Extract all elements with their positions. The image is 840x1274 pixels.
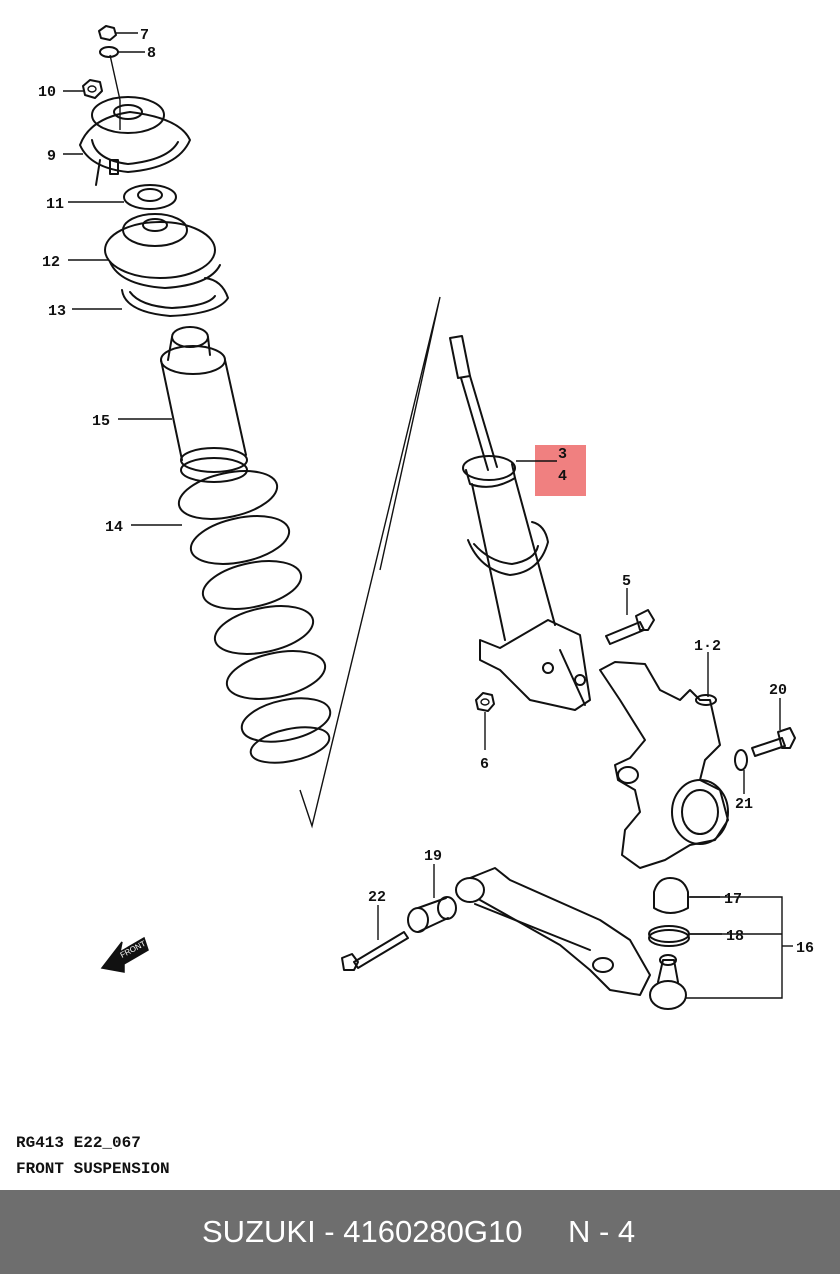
callout-22: 22 (368, 889, 386, 906)
leader-lines (63, 32, 793, 947)
front-suspension-diagram: FRONT 7 8 10 9 11 12 13 15 14 3 (38, 25, 814, 1010)
steering-knuckle (599, 661, 729, 869)
strut-bolt-nut (475, 692, 495, 712)
strut-bolt (605, 609, 655, 645)
ball-joint (649, 954, 687, 1010)
callout-8: 8 (147, 45, 156, 62)
arm-bushing (407, 896, 457, 933)
assembly-guide-lines (109, 54, 441, 829)
callout-5: 5 (622, 573, 631, 590)
diagram-code: RG413 E22_067 (16, 1134, 141, 1152)
callout-18: 18 (726, 928, 744, 945)
mount-nut (82, 79, 103, 99)
callout-19: 19 (424, 848, 442, 865)
callout-20: 20 (769, 682, 787, 699)
dust-boot (160, 326, 248, 483)
top-washer (99, 46, 119, 58)
callout-11: 11 (46, 196, 64, 213)
part-number-text: SUZUKI - 4160280G10 (202, 1214, 523, 1249)
spring-seat-insulator (121, 277, 229, 317)
coil-spring (177, 470, 332, 764)
diagram-title: FRONT SUSPENSION (16, 1160, 170, 1178)
knuckle-bolt (751, 727, 796, 757)
callout-17: 17 (724, 891, 742, 908)
callout-21: 21 (735, 796, 753, 813)
diagram-caption: RG413 E22_067 FRONT SUSPENSION (16, 1130, 170, 1182)
footer-bar: SUZUKI - 4160280G10 N - 4 (0, 1190, 840, 1274)
top-nut (98, 25, 117, 41)
callout-4: 4 (558, 468, 567, 485)
callout-16: 16 (796, 940, 814, 957)
front-direction-arrow-icon: FRONT (100, 936, 149, 973)
callout-3: 3 (558, 446, 567, 463)
callout-10: 10 (38, 84, 56, 101)
callout-7: 7 (140, 27, 149, 44)
ball-joint-boot (653, 877, 689, 914)
callout-12: 12 (42, 254, 60, 271)
knuckle-washer (734, 749, 748, 771)
callout-14: 14 (105, 519, 123, 536)
strut-bearing (123, 184, 177, 210)
callout-6: 6 (480, 756, 489, 773)
highlight-box (535, 445, 586, 496)
callout-1-2: 1·2 (694, 638, 721, 655)
lower-control-arm (455, 867, 651, 996)
strut-assembly (449, 335, 591, 711)
callout-labels: 7 8 10 9 11 12 13 15 14 3 4 5 1·2 20 6 2… (38, 27, 814, 957)
arm-bolt (341, 931, 409, 971)
page-reference: N - 4 (568, 1214, 636, 1249)
ball-joint-bracket (686, 896, 783, 999)
callout-15: 15 (92, 413, 110, 430)
strut-mount (79, 96, 191, 186)
callout-13: 13 (48, 303, 66, 320)
spring-upper-seat (104, 213, 221, 289)
callout-9: 9 (47, 148, 56, 165)
ball-joint-clip (648, 925, 690, 947)
